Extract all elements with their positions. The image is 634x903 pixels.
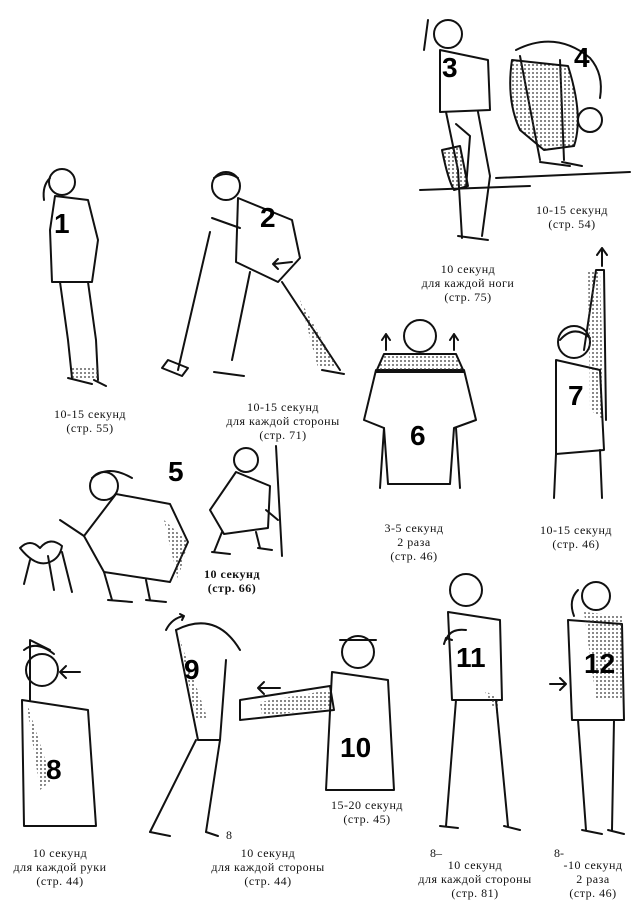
figure-number-4: 4 bbox=[574, 42, 590, 73]
figure-number-5: 5 bbox=[168, 456, 184, 487]
figure-3-quad-stretch bbox=[419, 19, 531, 241]
caption-duration: 10-15 секунд bbox=[536, 203, 608, 217]
figure-12-back-stretch bbox=[549, 581, 625, 835]
caption-duration: 3-5 секунд bbox=[384, 521, 444, 535]
figure-6-shoulder-shrug bbox=[363, 319, 477, 489]
caption-repeat: 2 раза bbox=[576, 872, 610, 886]
caption-page-ref: (стр. 46) bbox=[569, 886, 617, 900]
caption-duration: 10-15 секунд bbox=[540, 523, 612, 537]
caption-2: 10-15 секунд для каждой стороны (стр. 71… bbox=[208, 400, 358, 442]
caption-duration: 10-15 секунд bbox=[247, 400, 319, 414]
figure-number-8: 8 bbox=[46, 754, 62, 785]
caption-page-ref: (стр. 75) bbox=[444, 290, 492, 304]
figure-9-side-bend bbox=[149, 613, 241, 837]
caption-page-ref: (стр. 81) bbox=[451, 886, 499, 900]
stray-mark: 8– bbox=[430, 846, 442, 860]
caption-page-ref: (стр. 46) bbox=[552, 537, 600, 551]
caption-repeat: для каждой стороны bbox=[418, 872, 532, 886]
caption-7: 10-15 секунд (стр. 46) bbox=[518, 523, 634, 551]
caption-page-ref: (стр. 66) bbox=[207, 581, 257, 595]
stray-mark: 8- bbox=[554, 846, 564, 860]
figure-1-standing bbox=[42, 168, 107, 387]
figure-number-2: 2 bbox=[260, 202, 276, 233]
figure-number-10: 10 bbox=[340, 732, 372, 763]
figure-4-forward-bend bbox=[495, 40, 631, 179]
caption-duration: 15-20 секунд bbox=[331, 798, 403, 812]
figure-7-overhead-stretch bbox=[553, 247, 608, 499]
figure-number-9: 9 bbox=[184, 654, 200, 685]
caption-6: 3-5 секунд 2 раза (стр. 46) bbox=[364, 521, 464, 563]
caption-page-ref: (стр. 44) bbox=[36, 874, 84, 888]
caption-duration: 10 секунд bbox=[440, 262, 496, 276]
figure-number-7: 7 bbox=[568, 380, 584, 411]
caption-repeat: для каждой руки bbox=[13, 860, 107, 874]
caption-duration: 10 секунд bbox=[447, 858, 503, 872]
figure-number-12: 12 bbox=[584, 648, 616, 679]
figure-5-pole-squat bbox=[209, 445, 283, 557]
caption-page-ref: (стр. 46) bbox=[390, 549, 438, 563]
caption-duration: 10 секунд bbox=[240, 846, 296, 860]
caption-page-ref: (стр. 71) bbox=[259, 428, 307, 442]
caption-repeat: для каждой стороны bbox=[211, 860, 325, 874]
caption-repeat: 2 раза bbox=[397, 535, 431, 549]
figure-10-arm-stretch bbox=[239, 635, 395, 791]
figure-2-shovel bbox=[161, 171, 345, 377]
caption-duration: 10 секунд bbox=[203, 567, 261, 581]
caption-9: 10 секунд для каждой стороны (стр. 44) bbox=[198, 846, 338, 888]
caption-3: 10 секунд для каждой ноги (стр. 75) bbox=[408, 262, 528, 304]
figure-8-triceps-stretch bbox=[21, 639, 97, 827]
caption-page-ref: (стр. 45) bbox=[343, 812, 391, 826]
caption-repeat: для каждой стороны bbox=[226, 414, 340, 428]
caption-5: 10 секунд (стр. 66) bbox=[192, 567, 272, 595]
stray-mark: 8 bbox=[226, 828, 232, 842]
caption-1: 10-15 секунд (стр. 55) bbox=[30, 407, 150, 435]
caption-duration: -10 секунд bbox=[563, 858, 623, 872]
caption-page-ref: (стр. 54) bbox=[548, 217, 596, 231]
figure-number-6: 6 bbox=[410, 420, 426, 451]
caption-10: 15-20 секунд (стр. 45) bbox=[312, 798, 422, 826]
figure-number-3: 3 bbox=[442, 52, 458, 83]
caption-11: 10 секунд для каждой стороны (стр. 81) bbox=[400, 858, 550, 900]
figure-number-1: 1 bbox=[54, 208, 70, 239]
caption-duration: 10-15 секунд bbox=[54, 407, 126, 421]
caption-12: -10 секунд 2 раза (стр. 46) bbox=[552, 858, 634, 900]
figure-number-11: 11 bbox=[456, 642, 486, 673]
figure-11-hip-twist bbox=[439, 573, 521, 831]
caption-8: 10 секунд для каждой руки (стр. 44) bbox=[0, 846, 120, 888]
caption-page-ref: (стр. 44) bbox=[244, 874, 292, 888]
caption-duration: 10 секунд bbox=[32, 846, 88, 860]
caption-repeat: для каждой ноги bbox=[421, 276, 515, 290]
caption-4: 10-15 секунд (стр. 54) bbox=[512, 203, 632, 231]
figure-5-squat bbox=[19, 470, 189, 603]
caption-page-ref: (стр. 55) bbox=[66, 421, 114, 435]
